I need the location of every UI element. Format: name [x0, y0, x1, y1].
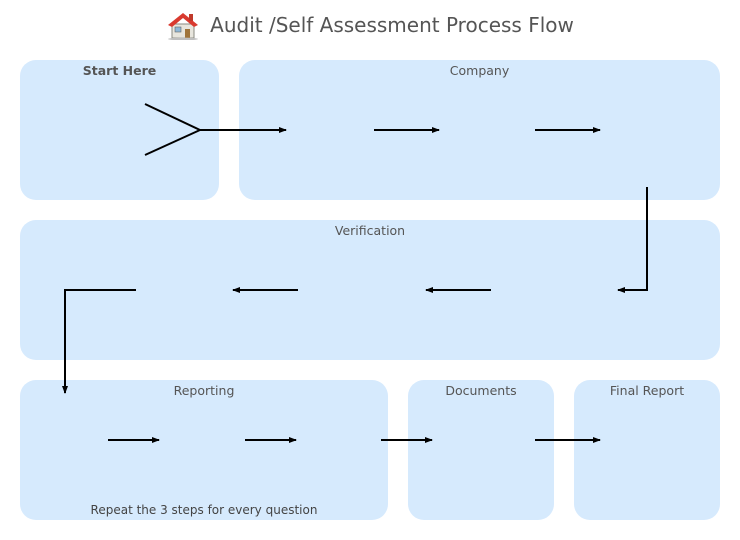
reporting-label: Reporting — [173, 383, 235, 398]
diagram-title: Audit /Self Assessment Process Flow — [0, 8, 740, 42]
start-here-label: Start Here — [82, 63, 157, 78]
final-report-panel: Final Report — [574, 380, 720, 520]
documents-label: Documents — [445, 383, 517, 398]
verification-panel: Verification — [20, 220, 720, 360]
repeat-note: Repeat the 3 steps for every question — [90, 503, 318, 517]
house-icon — [168, 13, 199, 40]
company-label: Company — [449, 63, 510, 78]
reporting-panel: Reporting — [20, 380, 388, 520]
final-report-label: Final Report — [609, 383, 685, 398]
start-here-panel: Start Here — [20, 60, 219, 200]
verification-label: Verification — [334, 223, 406, 238]
documents-panel: Documents — [408, 380, 554, 520]
company-panel: Company — [239, 60, 720, 200]
title-text: Audit /Self Assessment Process Flow — [210, 13, 574, 37]
